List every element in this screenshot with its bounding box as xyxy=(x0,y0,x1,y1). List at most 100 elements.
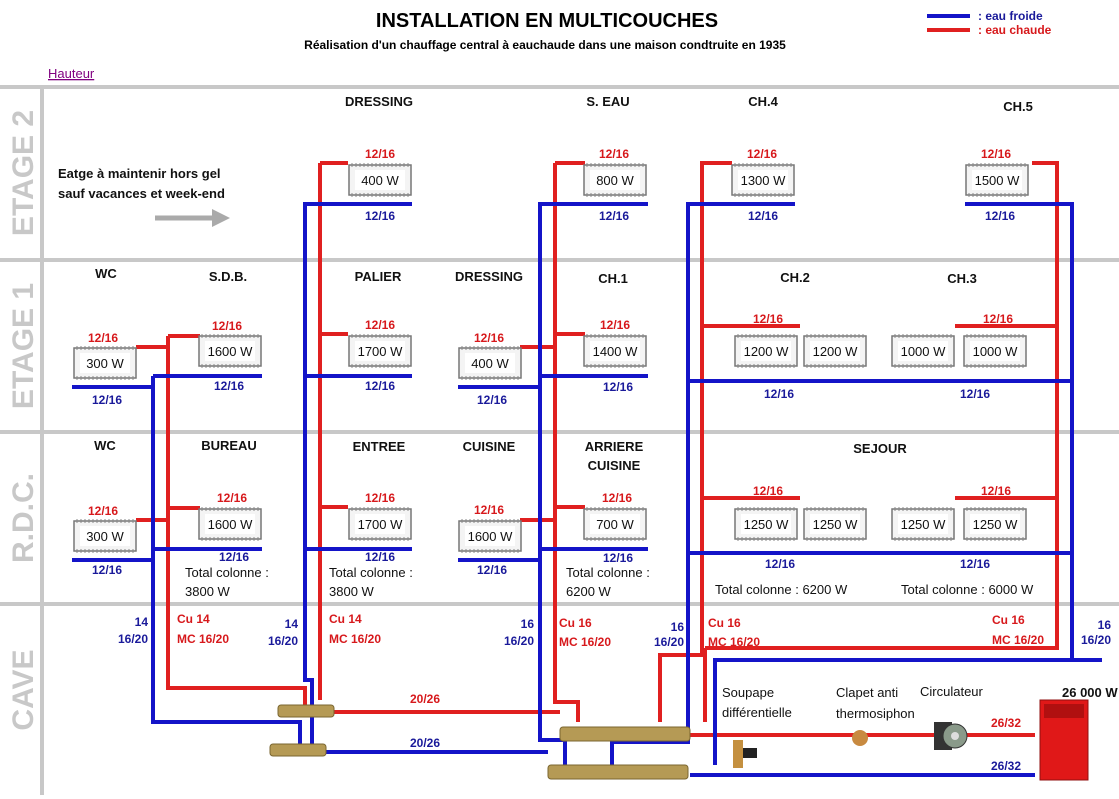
differential-valve-icon xyxy=(733,740,757,768)
radiator-power: 800 W xyxy=(596,173,634,188)
radiator: 1250 W xyxy=(963,507,1027,541)
total-label: Total colonne : xyxy=(185,565,269,580)
pipe-size: Cu 16 xyxy=(992,613,1025,627)
radiator-power: 300 W xyxy=(86,356,124,371)
legend: : eau froide : eau chaude xyxy=(927,9,1052,37)
radiator: 400 W xyxy=(458,346,522,380)
total-label: Total colonne : xyxy=(329,565,413,580)
room-name: CH.4 xyxy=(748,94,778,109)
pipe-size: 16/20 xyxy=(654,635,684,649)
total-value: 6200 W xyxy=(566,584,612,599)
radiator: 1300 W xyxy=(731,163,795,197)
radiator-power: 1600 W xyxy=(468,529,514,544)
hot-branch-size: 12/16 xyxy=(474,503,504,517)
room-name: CUISINE xyxy=(463,439,516,454)
hot-branch-size: 12/16 xyxy=(983,312,1013,326)
cold-branch-size: 12/16 xyxy=(92,563,122,577)
hot-branch-size: 12/16 xyxy=(212,319,242,333)
hot-pipes xyxy=(136,161,1059,737)
hot-branch-size: 12/16 xyxy=(981,484,1011,498)
radiator: 1000 W xyxy=(963,334,1027,368)
pipe-size: MC 16/20 xyxy=(708,635,760,649)
cold-branch-size: 12/16 xyxy=(603,551,633,565)
radiator-power: 400 W xyxy=(471,356,509,371)
cold-branch-size: 12/16 xyxy=(214,379,244,393)
floor-label-etage1: ETAGE 1 xyxy=(7,283,40,409)
branch-labels: 12/16 12/16 12/16 12/16 12/16 12/16 12/16 12/16… xyxy=(88,147,1015,577)
room-name: CUISINE xyxy=(588,458,641,473)
radiator: 1200 W xyxy=(803,334,867,368)
room-name: S. EAU xyxy=(586,94,629,109)
radiator-power: 700 W xyxy=(596,517,634,532)
radiator-power: 1200 W xyxy=(813,344,859,359)
hot-branch-size: 12/16 xyxy=(599,147,629,161)
total-value: 3800 W xyxy=(329,584,375,599)
check-valve-icon xyxy=(852,730,868,746)
circulateur-label: Circulateur xyxy=(920,684,984,699)
cold-pipes xyxy=(72,202,1102,777)
cold-branch-size: 12/16 xyxy=(219,550,249,564)
radiator-power: 1250 W xyxy=(901,517,947,532)
pipe-size: MC 16/20 xyxy=(177,632,229,646)
radiator: 1500 W xyxy=(965,163,1029,197)
cold-branch-size: 12/16 xyxy=(477,563,507,577)
room-name: DRESSING xyxy=(345,94,413,109)
room-name: WC xyxy=(94,438,116,453)
hauteur-link[interactable]: Hauteur xyxy=(48,66,95,81)
cold-branch-size: 12/16 xyxy=(764,387,794,401)
page-title: INSTALLATION EN MULTICOUCHES xyxy=(376,10,718,32)
radiator-power: 1500 W xyxy=(975,173,1021,188)
room-name: WC xyxy=(95,266,117,281)
radiator-power: 1600 W xyxy=(208,344,254,359)
pipe-size: 16 xyxy=(1098,618,1112,632)
hot-branch-size: 12/16 xyxy=(88,331,118,345)
pipe-size: 16 xyxy=(521,617,535,631)
radiator-power: 1000 W xyxy=(901,344,947,359)
radiator-power: 300 W xyxy=(86,529,124,544)
radiator: 1000 W xyxy=(891,334,955,368)
hot-branch-size: 12/16 xyxy=(753,312,783,326)
hot-branch-size: 12/16 xyxy=(217,491,247,505)
room-name: PALIER xyxy=(355,269,402,284)
pipe-size: 16/20 xyxy=(1081,633,1111,647)
cold-branch-size: 12/16 xyxy=(765,557,795,571)
radiator: 300 W xyxy=(73,519,137,553)
hot-branch-size: 12/16 xyxy=(600,318,630,332)
room-name: SEJOUR xyxy=(853,441,907,456)
hot-branch-size: 12/16 xyxy=(474,331,504,345)
hot-branch-size: 12/16 xyxy=(365,491,395,505)
radiator-power: 1250 W xyxy=(813,517,859,532)
total-label: Total colonne : xyxy=(566,565,650,580)
room-name: CH.3 xyxy=(947,271,977,286)
cold-branch-size: 12/16 xyxy=(603,380,633,394)
radiator-power: 1400 W xyxy=(593,344,639,359)
radiator-power: 1250 W xyxy=(973,517,1019,532)
soupape-label: différentielle xyxy=(722,705,792,720)
page-subtitle: Réalisation d'un chauffage central à eau… xyxy=(304,38,786,52)
circulator-pump-icon xyxy=(934,722,968,750)
floor-grid: ETAGE 2 ETAGE 1 R.D.C. CAVE xyxy=(0,85,1119,795)
radiator-power: 1700 W xyxy=(358,344,404,359)
pipe-size: Cu 16 xyxy=(559,616,592,630)
room-name: ENTREE xyxy=(353,439,406,454)
cold-branch-size: 12/16 xyxy=(92,393,122,407)
radiator: 1250 W xyxy=(891,507,955,541)
legend-hot-label: : eau chaude xyxy=(978,23,1052,37)
radiators: 400 W 800 W 1300 W 1500 W 300 W 1600 W 1700 W 4… xyxy=(73,163,1029,553)
legend-cold-label: : eau froide xyxy=(978,9,1043,23)
main-cold-size: 20/26 xyxy=(410,736,440,750)
hot-branch-size: 12/16 xyxy=(981,147,1011,161)
clapet-label: thermosiphon xyxy=(836,706,915,721)
boiler-icon xyxy=(1039,699,1089,781)
radiator: 400 W xyxy=(348,163,412,197)
pipe-size: MC 16/20 xyxy=(559,635,611,649)
boiler-power: 26 000 W xyxy=(1062,685,1118,700)
pipe-size: Cu 14 xyxy=(177,612,210,626)
pipe-size: MC 16/20 xyxy=(992,633,1044,647)
radiator: 700 W xyxy=(583,507,647,541)
radiator: 1400 W xyxy=(583,334,647,368)
cold-branch-size: 12/16 xyxy=(365,209,395,223)
pipe-size: MC 16/20 xyxy=(329,632,381,646)
cold-branch-size: 12/16 xyxy=(365,550,395,564)
main-hot-size: 20/26 xyxy=(410,692,440,706)
